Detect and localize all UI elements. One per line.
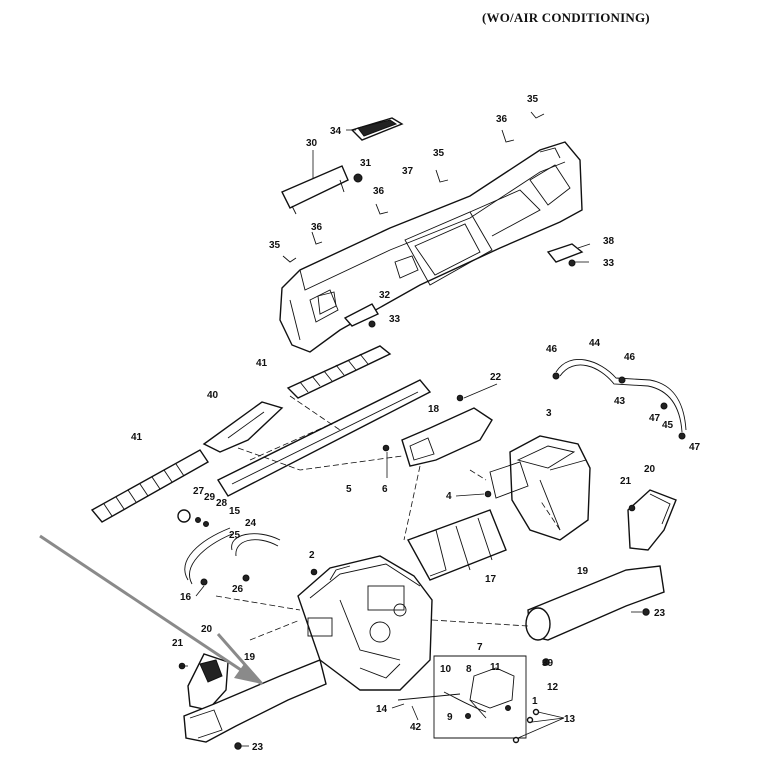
part-19-side-duct-right [525, 565, 665, 641]
callout-12: 12 [547, 682, 559, 693]
callout-27: 27 [193, 486, 205, 497]
panel-clips [282, 111, 545, 263]
callout-28: 28 [216, 498, 228, 509]
callout-18: 18 [428, 404, 440, 415]
part-5-defroster-duct [216, 379, 432, 497]
part-40-defroster-nozzle [202, 401, 284, 453]
callout-9: 9 [447, 712, 453, 723]
callout-35: 35 [269, 240, 281, 251]
callout-3: 3 [546, 408, 552, 419]
callout-leaders [180, 129, 642, 747]
callout-42: 42 [410, 722, 422, 733]
callout-23: 23 [654, 608, 666, 619]
callout-24: 24 [245, 518, 257, 529]
callout-37: 37 [402, 166, 414, 177]
callout-30: 30 [306, 138, 318, 149]
callout-labels: 35 36 34 30 31 35 37 36 36 35 38 33 32 3… [131, 94, 701, 753]
callout-43: 43 [614, 396, 626, 407]
part-32-clip [343, 303, 380, 328]
diagram-heading: (WO/AIR CONDITIONING) [482, 10, 650, 25]
callout-7: 7 [477, 642, 483, 653]
callout-47: 47 [689, 442, 701, 453]
callout-21: 21 [172, 638, 184, 649]
callout-10: 10 [440, 664, 452, 675]
callout-41: 41 [256, 358, 268, 369]
callout-22: 22 [490, 372, 502, 383]
callout-46: 46 [546, 344, 558, 355]
callout-47: 47 [649, 413, 661, 424]
part-3-blower-housing [489, 435, 591, 541]
callout-17: 17 [485, 574, 497, 585]
callout-40: 40 [207, 390, 219, 401]
callout-36: 36 [373, 186, 385, 197]
part-31-nut [353, 173, 363, 183]
fastener-screws [178, 394, 650, 750]
callout-31: 31 [360, 158, 372, 169]
part-20-duct-outlet-right [627, 489, 677, 551]
part-15-24-heater-hoses [184, 527, 281, 586]
part-44-hose-assembly [552, 358, 687, 440]
callout-21: 21 [620, 476, 632, 487]
callout-2: 2 [309, 550, 315, 561]
callout-11: 11 [490, 662, 501, 673]
callout-19: 19 [577, 566, 589, 577]
callout-36: 36 [311, 222, 323, 233]
callout-35: 35 [527, 94, 539, 105]
callout-35: 35 [433, 148, 445, 159]
callout-38: 38 [603, 236, 615, 247]
part-34-vent-cover [350, 117, 404, 141]
heater-unit-assembly [297, 555, 433, 691]
part-30-bracket-plate [281, 165, 349, 215]
callout-1: 1 [532, 696, 538, 707]
callout-25: 25 [229, 530, 241, 541]
callout-39: 39 [542, 658, 554, 669]
callout-15: 15 [229, 506, 241, 517]
callout-13: 13 [564, 714, 576, 725]
callout-6: 6 [382, 484, 388, 495]
callout-5: 5 [346, 484, 352, 495]
callout-14: 14 [376, 704, 388, 715]
part-41-flex-hose-lower [90, 449, 210, 523]
assembly-guide-lines [215, 395, 561, 641]
callout-34: 34 [330, 126, 342, 137]
part-17-air-duct [406, 509, 507, 581]
callout-44: 44 [589, 338, 601, 349]
callout-4: 4 [446, 491, 452, 502]
part-27-28-29-fittings [177, 509, 209, 527]
callout-45: 45 [662, 420, 674, 431]
callout-20: 20 [644, 464, 656, 475]
instrument-panel-shroud [279, 141, 583, 353]
part-19-side-duct-left [183, 659, 327, 743]
callout-29: 29 [204, 492, 216, 503]
callout-36: 36 [496, 114, 508, 125]
callout-20: 20 [201, 624, 213, 635]
part-38-small-vent [546, 243, 584, 267]
callout-41: 41 [131, 432, 143, 443]
part-7-control-assembly-box [397, 655, 540, 744]
callout-33: 33 [603, 258, 615, 269]
callout-46: 46 [624, 352, 636, 363]
callout-8: 8 [466, 664, 472, 675]
callout-19: 19 [244, 652, 256, 663]
annotation-arrows [39, 534, 264, 686]
part-18-duct-elbow [401, 407, 493, 467]
part-20-duct-outlet-left [187, 653, 229, 711]
part-41-flex-hose-upper [286, 345, 392, 399]
callout-26: 26 [232, 584, 244, 595]
callout-33: 33 [389, 314, 401, 325]
callout-23: 23 [252, 742, 264, 753]
callout-32: 32 [379, 290, 391, 301]
callout-16: 16 [180, 592, 192, 603]
